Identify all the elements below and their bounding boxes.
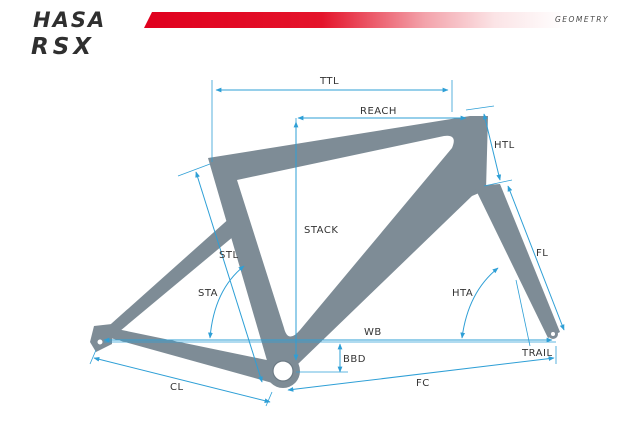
label-stl: STL [219, 250, 239, 261]
label-htl: HTL [494, 140, 515, 151]
brand-stripe [144, 12, 612, 28]
label-hta: HTA [452, 288, 473, 299]
label-ttl: TTL [319, 76, 339, 87]
front-dropout-hole [551, 332, 555, 336]
label-sta: STA [198, 288, 218, 299]
fc-dimension [287, 356, 555, 392]
rear-axle [96, 338, 104, 346]
fork [474, 184, 560, 338]
bike-frame [90, 116, 560, 388]
section-label: GEOMETRY [554, 15, 609, 24]
label-fl: FL [536, 248, 548, 259]
cl-dimension [93, 356, 271, 404]
chain-stay [96, 328, 286, 384]
htl-dimension [482, 113, 502, 181]
seat-stay [102, 216, 246, 336]
label-reach: REACH [360, 106, 397, 117]
main-triangle [208, 116, 488, 364]
dimension-lines [89, 80, 565, 407]
fl-dimension [507, 185, 565, 331]
label-bbd: BBD [343, 354, 366, 365]
label-stack: STACK [304, 225, 338, 236]
sta-arc [208, 265, 245, 339]
hta-arc [460, 267, 499, 339]
label-fc: FC [416, 378, 430, 389]
label-wb: WB [364, 327, 382, 338]
dimension-labels: TTL REACH HTL STACK STL FL STA HTA WB TR… [170, 76, 553, 393]
brand-model-name: RSX [31, 34, 96, 60]
rear-dropout [90, 324, 112, 352]
bottom-bracket-hole [272, 360, 294, 382]
header: HASA GEOMETRY RSX [0, 0, 631, 64]
label-cl: CL [170, 382, 184, 393]
label-trail: TRAIL [521, 348, 553, 359]
brand-logo-name: HASA [33, 8, 107, 32]
